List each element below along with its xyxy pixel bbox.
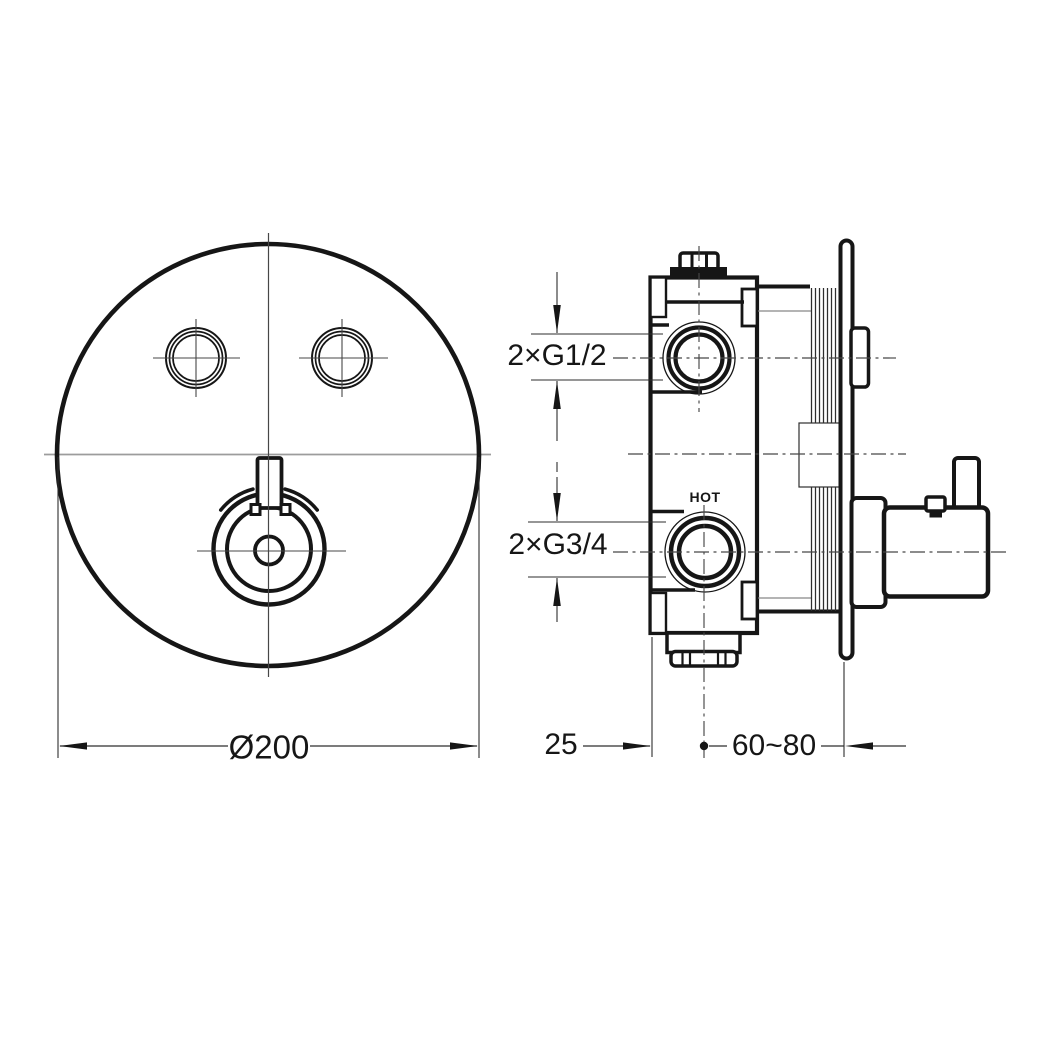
label-ports-g12: 2×G1/2 bbox=[507, 339, 607, 372]
dimension-depth bbox=[583, 637, 906, 757]
button-port-left bbox=[153, 319, 240, 397]
body-internal-edges bbox=[650, 300, 744, 592]
knob bbox=[197, 456, 346, 607]
arrowhead-left bbox=[59, 742, 87, 750]
button-port-right bbox=[299, 319, 388, 397]
side-view bbox=[528, 238, 1010, 758]
dimension-port-sizes bbox=[528, 272, 666, 622]
handle-stem bbox=[952, 456, 981, 515]
lever-base-tab-left bbox=[249, 503, 262, 516]
handle-set-screw bbox=[924, 495, 947, 513]
rotation-arrow-right bbox=[283, 487, 319, 512]
label-front-diameter: Ø200 bbox=[228, 728, 310, 766]
port-seat-bottom-right bbox=[740, 580, 759, 621]
label-range-60-80: 60~80 bbox=[731, 729, 817, 762]
thread-window bbox=[798, 422, 841, 488]
port-seat-top-left bbox=[649, 276, 668, 319]
side-centerlines bbox=[613, 246, 1010, 758]
label-hot-port: HOT bbox=[689, 489, 721, 505]
rotation-arrow-left bbox=[219, 487, 255, 512]
label-depth-25: 25 bbox=[544, 728, 578, 761]
lever-base-tab-right bbox=[279, 503, 292, 516]
label-ports-g34: 2×G3/4 bbox=[508, 528, 608, 561]
arrowhead-right bbox=[450, 742, 478, 750]
knob-lever bbox=[255, 456, 284, 510]
port-seat-bottom-left bbox=[649, 591, 668, 635]
dimension-diameter-200 bbox=[57, 457, 480, 758]
front-view bbox=[44, 233, 491, 758]
thread-sleeve bbox=[810, 288, 837, 611]
set-screw-notch bbox=[929, 510, 942, 518]
top-fitting-flange bbox=[670, 267, 727, 278]
control-handle bbox=[849, 456, 991, 609]
port-seat-top-right bbox=[740, 287, 759, 328]
